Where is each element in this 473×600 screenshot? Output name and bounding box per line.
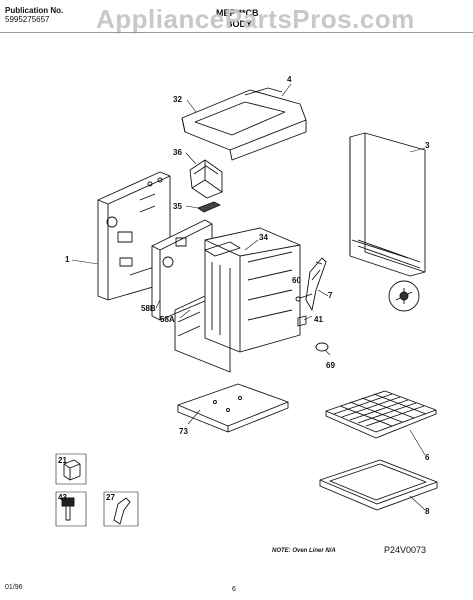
revision-date: 01/96 bbox=[5, 584, 23, 591]
part-69-button bbox=[315, 342, 329, 352]
part-4-top-panel bbox=[181, 87, 307, 161]
callout-7: 7 bbox=[328, 291, 333, 300]
header-rule bbox=[0, 32, 473, 33]
callout-21: 21 bbox=[58, 456, 67, 465]
part-73-bottom-panel bbox=[177, 383, 289, 433]
part-3-door-frame bbox=[349, 132, 426, 277]
part-8-broiler-pan bbox=[319, 459, 438, 511]
part-60-screw bbox=[295, 293, 313, 302]
callout-35: 35 bbox=[173, 202, 182, 211]
callout-58A: 58A bbox=[160, 315, 175, 324]
part-34-oven-body-frame bbox=[174, 227, 301, 373]
callout-6: 6 bbox=[425, 453, 430, 462]
callout-34: 34 bbox=[259, 233, 268, 242]
publication-number: 5995275657 bbox=[5, 15, 50, 24]
page-number: 6 bbox=[232, 586, 236, 593]
part-41-clip bbox=[297, 315, 307, 327]
callout-73: 73 bbox=[179, 427, 188, 436]
callout-4: 4 bbox=[287, 75, 292, 84]
callout-41: 41 bbox=[314, 315, 323, 324]
callout-60: 60 bbox=[292, 276, 301, 285]
part-21-box bbox=[55, 453, 87, 485]
publication-label: Publication No. bbox=[5, 6, 64, 15]
callout-27: 27 bbox=[106, 493, 115, 502]
part-7-hinge bbox=[305, 257, 327, 311]
model-number: MEF***CB bbox=[216, 8, 259, 18]
callout-43: 43 bbox=[58, 493, 67, 502]
callout-58B: 58B bbox=[141, 304, 156, 313]
section-title: BODY bbox=[226, 19, 253, 29]
part-round-fitting bbox=[388, 280, 420, 312]
callout-labels: 32 4 36 35 1 34 3 7 60 41 69 58B 58A 73 … bbox=[58, 75, 430, 516]
part-58B-side-panel bbox=[151, 219, 213, 321]
watermark: AppliancePartsPros.com bbox=[96, 4, 415, 34]
part-27-box bbox=[103, 491, 139, 527]
callout-36: 36 bbox=[173, 148, 182, 157]
callout-3: 3 bbox=[425, 141, 430, 150]
part-36-vent-duct bbox=[189, 159, 223, 199]
part-6-oven-rack bbox=[325, 390, 437, 439]
part-35-bracket bbox=[197, 201, 221, 213]
callout-69: 69 bbox=[326, 361, 335, 370]
callout-32: 32 bbox=[173, 95, 182, 104]
oven-liner-note: NOTE: Oven Liner N/A bbox=[272, 548, 336, 554]
callout-8: 8 bbox=[425, 507, 430, 516]
leader-lines bbox=[71, 83, 426, 511]
callout-1: 1 bbox=[65, 255, 70, 264]
drawing-code: P24V0073 bbox=[384, 545, 427, 555]
part-43-box bbox=[55, 491, 87, 527]
